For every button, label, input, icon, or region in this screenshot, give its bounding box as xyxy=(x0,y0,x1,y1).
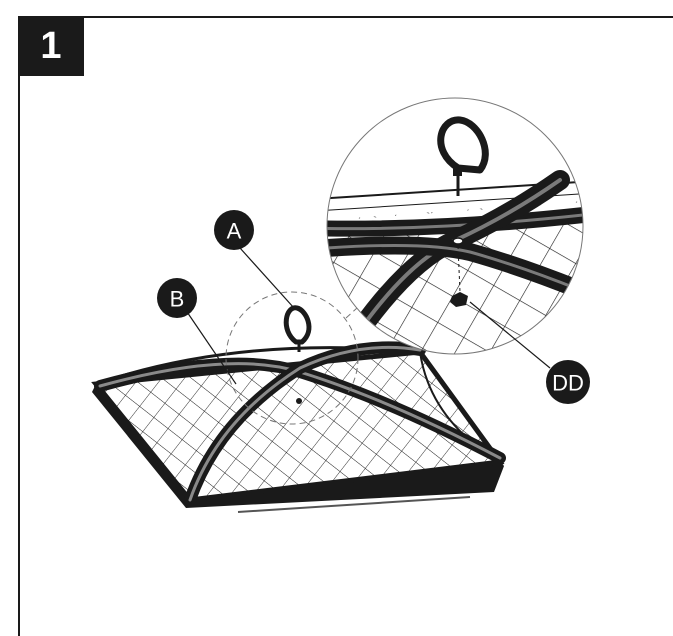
leader-line-a xyxy=(239,247,295,309)
callout-a-label: A xyxy=(227,219,242,244)
assembly-diagram: A B DD xyxy=(91,97,590,513)
leader-line-dd xyxy=(469,301,551,369)
cross-straps xyxy=(94,341,506,506)
callout-b-label: B xyxy=(170,287,185,312)
callout-b: B xyxy=(157,278,197,318)
callout-dd: DD xyxy=(546,360,590,404)
handle-large xyxy=(437,116,489,293)
callout-dd-label: DD xyxy=(552,371,584,396)
step-number-badge: 1 xyxy=(18,16,84,76)
detail-marker-circle xyxy=(225,291,359,425)
zoom-detail xyxy=(326,97,584,355)
instruction-frame xyxy=(18,16,673,636)
callout-a: A xyxy=(214,210,254,250)
leader-line-b xyxy=(182,305,237,385)
handle-small xyxy=(283,305,312,352)
